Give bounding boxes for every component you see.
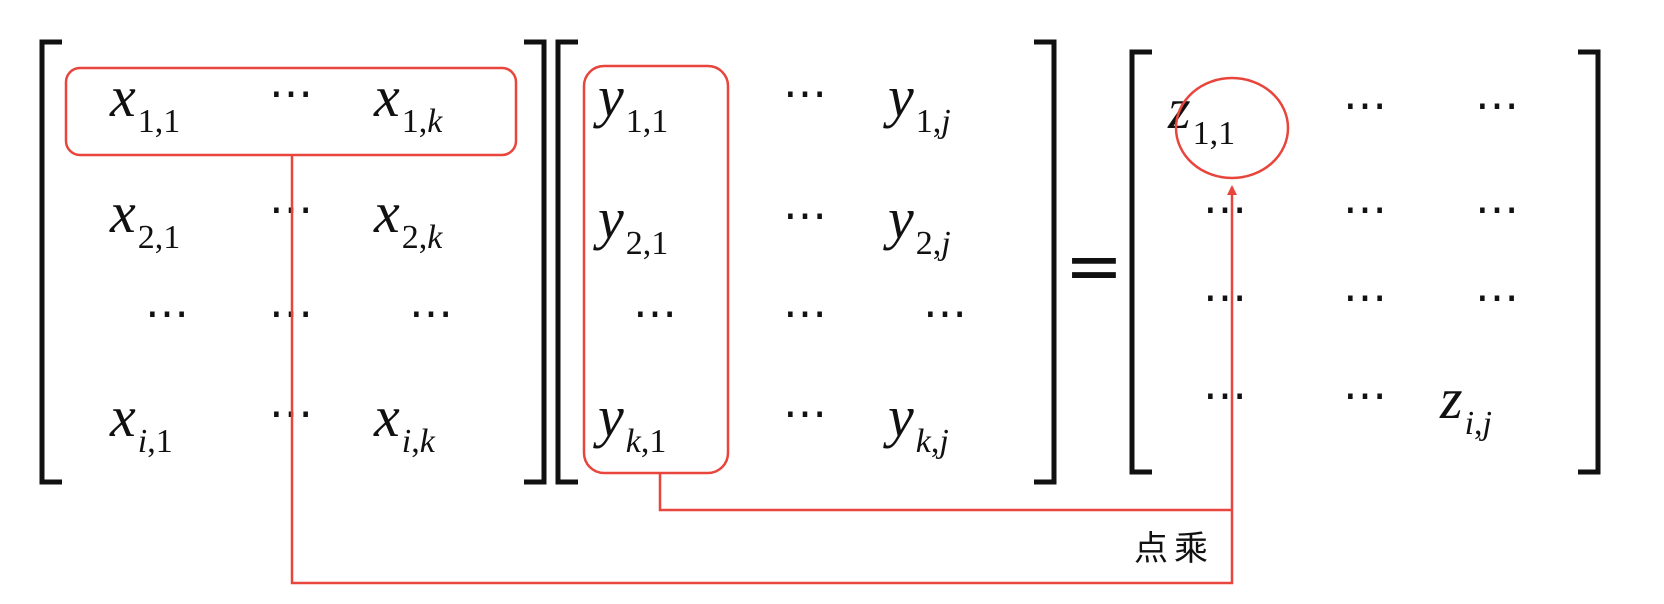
matrix-x-element-x-1-1: x1,1	[109, 64, 180, 140]
matrix-z-left-bracket	[1129, 49, 1152, 475]
matrix-y-ellipsis: ⋯	[923, 289, 969, 338]
matrix-y-ellipsis: ⋯	[783, 69, 829, 118]
matrix-z-ellipsis: ⋯	[1475, 185, 1521, 234]
matrix-x-right-bracket	[524, 39, 547, 485]
matrix-z-ellipsis: ⋯	[1203, 371, 1249, 420]
matrix-y: y1,1 ⋯ y1,j y2,1 ⋯ y2,j ⋯ ⋯ ⋯ yk,1 ⋯ yk,j	[593, 64, 969, 460]
matrix-x-ellipsis: ⋯	[145, 289, 191, 338]
matrix-y-element-y-1-1: y1,1	[593, 64, 668, 140]
matrix-x-ellipsis: ⋯	[269, 69, 315, 118]
matrix-z-ellipsis: ⋯	[1343, 371, 1389, 420]
matrix-y-left-bracket	[555, 39, 578, 485]
matrix-z: z1,1 ⋯ ⋯ ⋯ ⋯ ⋯ ⋯ ⋯ ⋯ ⋯ ⋯ zi,j	[1167, 76, 1521, 442]
matrix-x-element-x-i-1: xi,1	[109, 384, 173, 460]
matrix-y-element-y-k-j: yk,j	[883, 384, 949, 460]
matrix-y-element-y-k-1: yk,1	[593, 384, 666, 460]
column-connector-line	[658, 473, 1232, 512]
matrix-y-ellipsis: ⋯	[633, 289, 679, 338]
matrix-z-element-z-i-j: zi,j	[1439, 366, 1492, 442]
matrix-y-element-y-1-j: y1,j	[883, 64, 951, 140]
matrix-y-element-y-2-1: y2,1	[593, 186, 668, 262]
row-connector-line	[290, 155, 1237, 585]
column-highlight-box	[582, 64, 730, 475]
matrix-x-element-x-i-k: xi,k	[373, 384, 436, 460]
matrix-z-ellipsis: ⋯	[1203, 273, 1249, 322]
matrix-x-element-x-2-k: x2,k	[373, 180, 443, 256]
matrix-z-ellipsis: ⋯	[1343, 273, 1389, 322]
matrix-x-element-x-1-k: x1,k	[373, 64, 443, 140]
matrix-z-ellipsis: ⋯	[1203, 185, 1249, 234]
matrix-z-element-z-1-1: z1,1	[1167, 76, 1235, 152]
matrix-y-ellipsis: ⋯	[783, 389, 829, 438]
matrix-y-ellipsis: ⋯	[783, 289, 829, 338]
matrix-x-left-bracket	[39, 39, 62, 485]
matrix-z-right-bracket	[1578, 49, 1601, 475]
matrix-y-element-y-2-j: y2,j	[883, 186, 951, 262]
matrix-z-ellipsis: ⋯	[1475, 81, 1521, 130]
matrix-y-ellipsis: ⋯	[783, 191, 829, 240]
dot-product-label: 点乘	[1134, 529, 1214, 569]
matrix-x-element-x-2-1: x2,1	[109, 180, 180, 256]
result-element-highlight	[1174, 76, 1290, 180]
matrix-x: x1,1⋯x1,kx2,1⋯x2,k⋯⋯⋯xi,1⋯xi,k	[109, 64, 455, 460]
matrix-y-right-bracket	[1034, 39, 1057, 485]
matrix-z-ellipsis: ⋯	[1475, 273, 1521, 322]
equals-sign: =	[1065, 225, 1124, 307]
matrix-z-ellipsis: ⋯	[1343, 81, 1389, 130]
matrix-z-ellipsis: ⋯	[1343, 185, 1389, 234]
matrix-x-ellipsis: ⋯	[409, 289, 455, 338]
